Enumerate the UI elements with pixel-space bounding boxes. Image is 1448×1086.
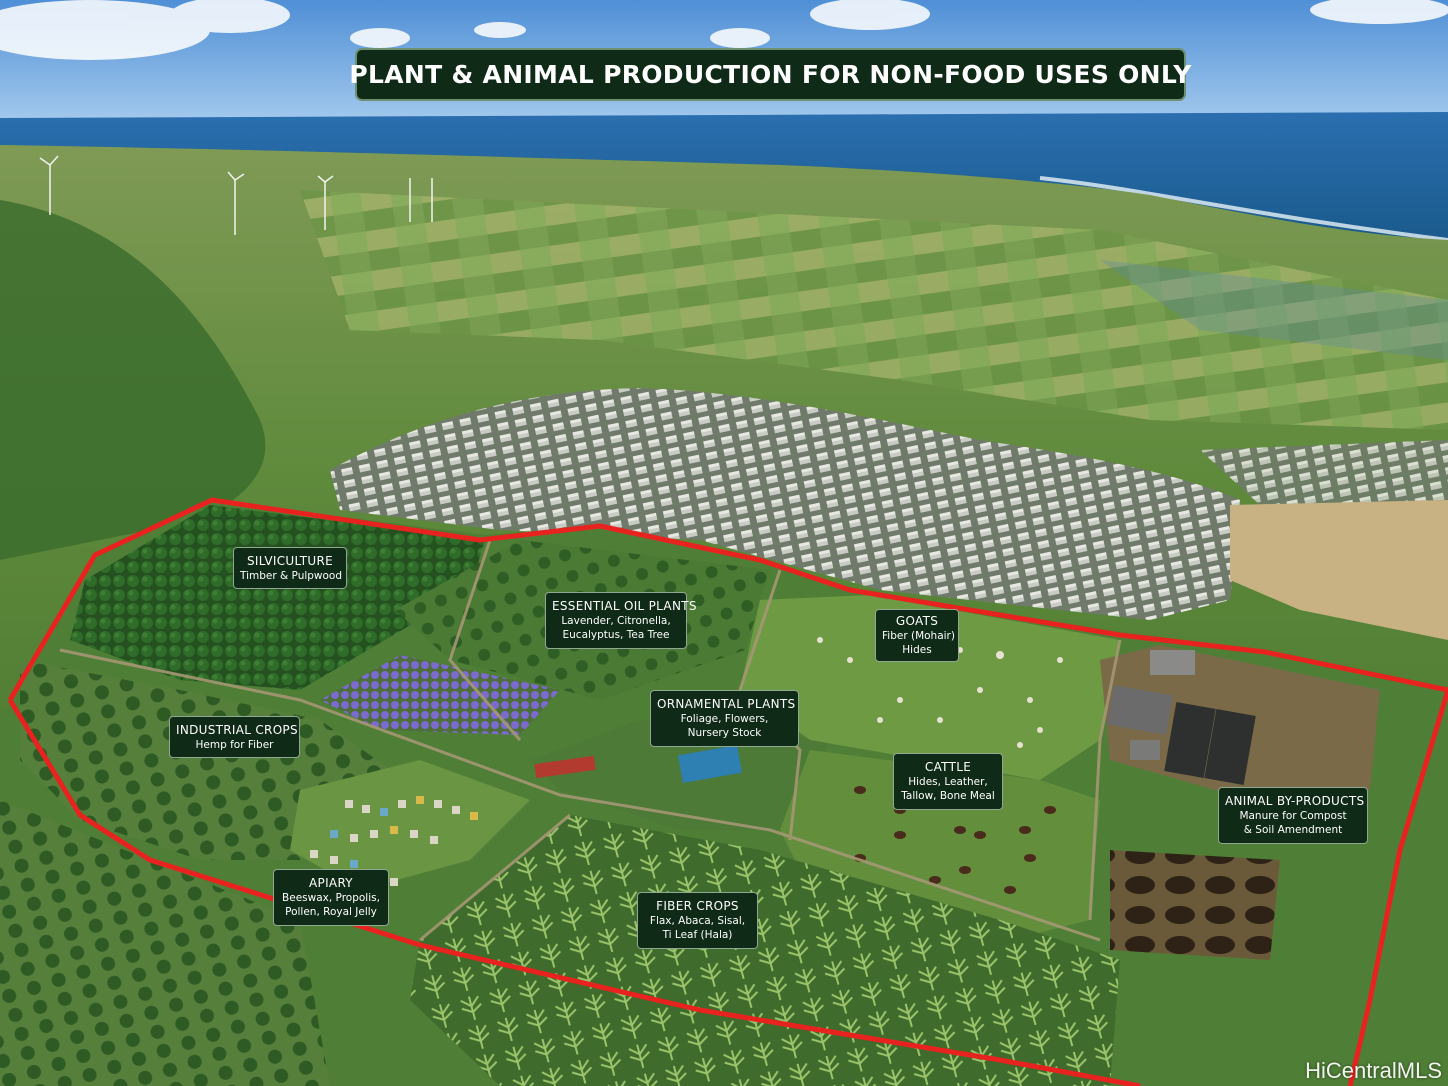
clouds xyxy=(0,0,1448,60)
ocean xyxy=(0,112,1448,240)
label-line: Manure for Compost xyxy=(1239,810,1347,822)
label-title: ESSENTIAL OIL PLANTS xyxy=(552,599,697,613)
label-line: Nursery Stock xyxy=(687,727,762,739)
label-line: Beeswax, Propolis, xyxy=(282,892,380,904)
town-east xyxy=(1200,440,1448,505)
ballfield xyxy=(1230,500,1448,640)
hills-left xyxy=(0,200,266,560)
label-line: & Soil Amendment xyxy=(1243,824,1343,836)
label-title: SILVICULTURE xyxy=(246,553,334,568)
label-line: Lavender, Citronella, xyxy=(561,615,671,627)
label-line: Eucalyptus, Tea Tree xyxy=(562,629,670,641)
label-line: Timber & Pulpwood xyxy=(240,569,343,582)
label-industrial-crops: INDUSTRIAL CROPS Hemp for Fiber xyxy=(169,716,300,758)
label-title: ANIMAL BY-PRODUCTS xyxy=(1225,794,1365,808)
forest-block xyxy=(70,505,485,690)
label-cattle: CATTLE Hides, Leather, Tallow, Bone Meal xyxy=(893,753,1003,810)
label-line: Tallow, Bone Meal xyxy=(901,790,995,802)
label-essential-oil: ESSENTIAL OIL PLANTS Lavender, Citronell… xyxy=(545,592,697,649)
label-ornamental: ORNAMENTAL PLANTS Foliage, Flowers, Nurs… xyxy=(650,690,799,747)
label-line: Hides xyxy=(902,644,932,656)
label-line: Hemp for Fiber xyxy=(195,738,274,751)
farm-roads xyxy=(59,539,1122,942)
label-title: CATTLE xyxy=(924,760,972,774)
distant-fields xyxy=(300,190,1448,430)
label-silviculture: SILVICULTURE Timber & Pulpwood xyxy=(233,547,347,589)
property-boundary xyxy=(7,497,1448,1086)
label-title: APIARY xyxy=(309,876,353,890)
goats-herd xyxy=(817,637,1063,748)
label-animal-byproducts: ANIMAL BY-PRODUCTS Manure for Compost & … xyxy=(1218,787,1368,844)
town xyxy=(330,388,1240,620)
label-line: Fiber (Mohair) xyxy=(882,630,955,642)
orchard-bottom xyxy=(0,800,330,1086)
fiber-field xyxy=(410,815,1120,1086)
label-fiber-crops: FIBER CROPS Flax, Abaca, Sisal, Ti Leaf … xyxy=(637,892,758,949)
label-line: Pollen, Royal Jelly xyxy=(285,906,377,918)
flower-beds xyxy=(534,755,596,779)
label-title: ORNAMENTAL PLANTS xyxy=(657,697,796,711)
label-line: Ti Leaf (Hala) xyxy=(662,929,733,941)
label-line: Foliage, Flowers, xyxy=(680,713,769,725)
barns xyxy=(1106,650,1256,785)
label-line: Hides, Leather, xyxy=(908,776,988,788)
apiary-field xyxy=(290,760,530,890)
label-line: Flax, Abaca, Sisal, xyxy=(649,915,746,927)
beehives xyxy=(310,796,478,886)
cattle-pasture xyxy=(780,750,1100,935)
greenhouse xyxy=(678,745,742,783)
page-title: PLANT & ANIMAL PRODUCTION FOR NON-FOOD U… xyxy=(349,48,1191,101)
label-goats: GOATS Fiber (Mohair) Hides xyxy=(875,609,959,662)
label-apiary: APIARY Beeswax, Propolis, Pollen, Royal … xyxy=(273,869,389,926)
label-title: FIBER CROPS xyxy=(656,899,739,913)
label-title: INDUSTRIAL CROPS xyxy=(176,722,298,737)
wind-turbines xyxy=(39,155,433,235)
label-title: GOATS xyxy=(895,614,939,628)
compost-yard xyxy=(1110,850,1280,960)
watermark: HiCentralMLS xyxy=(1305,1058,1442,1083)
surf xyxy=(1039,176,1448,242)
goat-pasture xyxy=(740,595,1120,780)
